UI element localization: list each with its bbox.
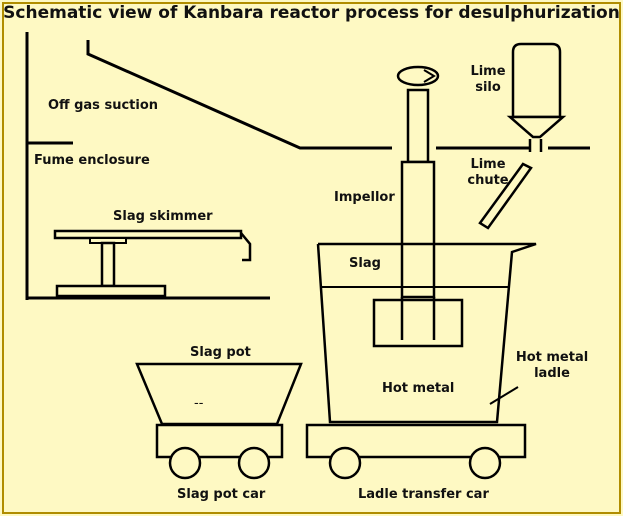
lime-silo bbox=[506, 42, 567, 152]
label-lime-chute-1: Lime bbox=[470, 157, 506, 172]
label-ladle-transfer-car: Ladle transfer car bbox=[358, 487, 489, 502]
label-lime-silo-2: silo bbox=[475, 80, 501, 95]
label-slag: Slag bbox=[349, 256, 381, 271]
label-slag-pot-car: Slag pot car bbox=[177, 487, 266, 502]
label-lime-chute-2: chute bbox=[467, 173, 509, 188]
ladle-transfer-car bbox=[305, 423, 527, 480]
slag-pot bbox=[135, 362, 303, 426]
label-ladle-2: ladle bbox=[534, 366, 570, 381]
label-fume-enclosure: Fume enclosure bbox=[34, 153, 150, 168]
label-off-gas-suction: Off gas suction bbox=[48, 98, 159, 113]
label-slag-pot-mark: -- bbox=[194, 396, 204, 411]
label-slag-pot: Slag pot bbox=[190, 345, 251, 360]
ladle-pointer bbox=[489, 386, 519, 405]
label-lime-silo-1: Lime bbox=[470, 64, 506, 79]
label-ladle-1: Hot metal bbox=[515, 350, 589, 365]
hot-metal-ladle bbox=[316, 242, 537, 424]
slag-pot-car bbox=[155, 423, 284, 480]
impellor bbox=[372, 65, 464, 348]
label-slag-skimmer: Slag skimmer bbox=[113, 209, 213, 224]
slag-skimmer bbox=[53, 229, 252, 298]
lime-chute bbox=[478, 162, 533, 230]
diagram-title: Schematic view of Kanbara reactor proces… bbox=[3, 3, 620, 23]
label-hot-metal: Hot metal bbox=[382, 381, 455, 396]
label-impellor: Impellor bbox=[334, 190, 395, 205]
off-gas-hood bbox=[86, 40, 392, 150]
